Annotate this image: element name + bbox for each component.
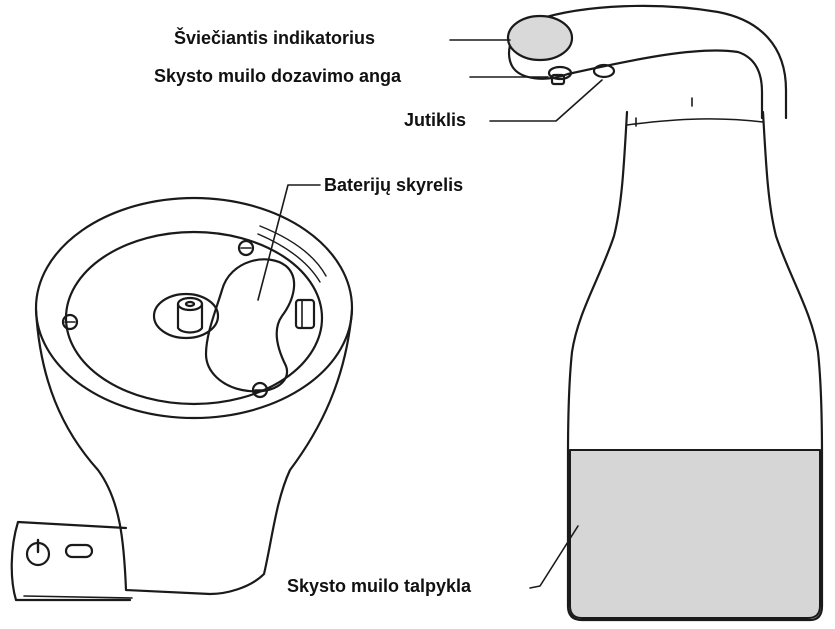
leader-sensor [490, 80, 602, 121]
lighting-indicator-icon [508, 16, 572, 60]
label-soap-tank: Skysto muilo talpykla [287, 575, 471, 597]
battery-compartment-lid [206, 259, 294, 391]
battery-clip-icon [296, 300, 314, 328]
base-body [36, 310, 352, 594]
rim-groove-2 [258, 234, 320, 282]
body-collar [627, 119, 763, 125]
label-sensor: Jutiklis [404, 109, 466, 131]
soap-tank [570, 450, 820, 618]
label-lighting-indicator: Šviečiantis indikatorius [174, 27, 375, 49]
rim-groove [260, 226, 326, 276]
dispenser-upright [508, 6, 822, 620]
dispenser-inverted [12, 198, 352, 600]
spout-arm [536, 6, 786, 118]
label-battery-compartment: Baterijų skyrelis [324, 174, 463, 196]
switch-slot-icon [66, 545, 92, 557]
label-dosing-opening: Skysto muilo dozavimo anga [154, 65, 401, 87]
base-inner-rim [66, 232, 322, 404]
